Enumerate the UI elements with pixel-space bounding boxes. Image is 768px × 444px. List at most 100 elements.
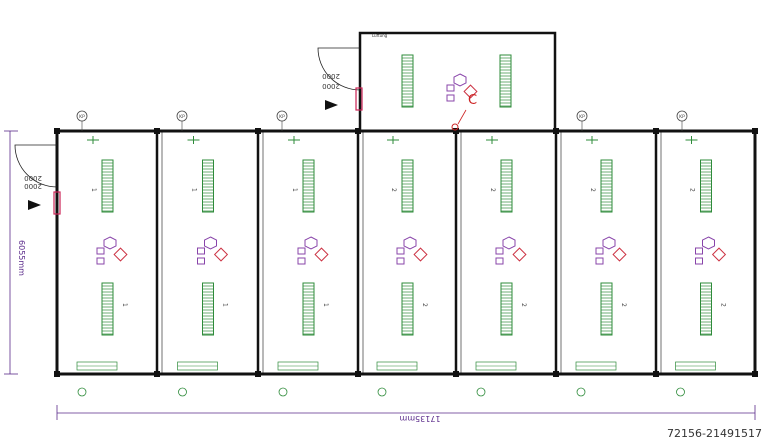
earth-icon — [178, 387, 187, 397]
light-fixture-frame — [500, 282, 513, 336]
socket-icon — [96, 257, 105, 265]
earth-icon — [476, 387, 486, 397]
corner-post — [453, 371, 459, 377]
left-door-swing — [14, 144, 58, 188]
top-entry-arrow — [325, 100, 338, 110]
switch-hex-icon — [204, 236, 217, 250]
light-fixture-frame — [302, 282, 315, 336]
light-fixture-frame — [302, 159, 315, 213]
corner-post — [355, 371, 361, 377]
kp-marker-label: KP — [279, 114, 285, 120]
switch-hex-icon — [502, 236, 516, 250]
switch-hex-icon — [403, 236, 417, 250]
corner-post — [653, 128, 659, 134]
corner-post — [553, 128, 559, 134]
module-code-label: 1 — [291, 188, 298, 192]
detector-diamond-icon — [413, 247, 428, 262]
detector-diamond-icon — [463, 84, 478, 99]
socket-group — [446, 73, 478, 102]
detector-diamond-icon — [314, 247, 329, 262]
light-fixture — [401, 282, 414, 336]
corner-post — [355, 128, 361, 134]
left-door-width: 2000 — [24, 182, 42, 190]
corner-post — [154, 371, 160, 377]
switch-hex-icon — [602, 236, 616, 250]
light-fixture-frame — [499, 54, 512, 108]
light-fixture-frame — [401, 54, 414, 108]
corner-post — [54, 128, 60, 134]
socket-group — [396, 236, 428, 265]
corner-post — [752, 371, 758, 377]
socket-icon — [396, 257, 405, 265]
light-fixture-frame — [600, 282, 613, 336]
socket-icon — [695, 257, 703, 265]
socket-icon — [495, 257, 504, 265]
room-c-leader — [457, 109, 467, 125]
module-code-label: 2 — [421, 303, 428, 307]
kp-marker-label: KP — [179, 114, 185, 120]
earth-icon — [77, 387, 87, 397]
detector-diamond-icon — [213, 247, 229, 262]
switch-hex-icon — [103, 236, 117, 250]
light-fixture — [202, 282, 214, 336]
detector-diamond-icon — [113, 247, 128, 262]
switch-hex-icon — [702, 236, 715, 250]
module-code-label: 2 — [520, 303, 527, 307]
light-fixture — [500, 282, 513, 336]
detector-diamond-icon — [512, 247, 527, 262]
light-fixture-frame — [500, 159, 513, 213]
light-fixture-frame — [202, 282, 214, 336]
light-fixture-frame — [202, 159, 214, 213]
light-fixture — [401, 159, 414, 213]
left-door-frame — [53, 191, 61, 215]
detector-diamond-icon — [711, 247, 727, 262]
light-fixture-frame — [101, 159, 114, 213]
corner-post — [255, 128, 261, 134]
light-fixture-frame — [700, 282, 712, 336]
light-fixture — [101, 282, 114, 336]
light-fixture — [600, 159, 613, 213]
socket-icon — [495, 247, 504, 255]
light-fixture — [500, 159, 513, 213]
corner-post — [653, 371, 659, 377]
light-fixture-frame — [700, 159, 712, 213]
socket-icon — [297, 257, 306, 265]
earth-icon — [377, 387, 387, 397]
socket-icon — [197, 257, 205, 265]
top-module-wall — [358, 31, 557, 133]
light-fixture — [700, 159, 712, 213]
socket-group — [197, 236, 229, 265]
left-entry-arrow — [28, 200, 41, 210]
module-code-label: 2 — [390, 188, 397, 192]
light-fixture — [101, 159, 114, 213]
module-code-label: 2 — [620, 303, 627, 307]
module-code-label: 1 — [322, 303, 329, 307]
earth-icon — [676, 387, 685, 397]
socket-group — [495, 236, 527, 265]
switch-hex-icon — [453, 73, 467, 87]
light-fixture — [401, 54, 414, 108]
socket-icon — [297, 247, 306, 255]
walls — [54, 31, 758, 377]
light-fixture-frame — [401, 159, 414, 213]
socket-group — [96, 236, 128, 265]
corner-post — [255, 371, 261, 377]
socket-group — [595, 236, 627, 265]
module-code-label: 1 — [191, 188, 198, 192]
earth-icon — [278, 387, 288, 397]
top-module-tag: Lüftung — [372, 33, 388, 38]
module-code-label: 2 — [489, 188, 496, 192]
top-door-swing — [317, 47, 361, 91]
light-fixture — [302, 159, 315, 213]
corner-post — [154, 128, 160, 134]
switch-hex-icon — [304, 236, 318, 250]
light-fixture-frame — [101, 282, 114, 336]
light-fixture-frame — [401, 282, 414, 336]
room-c-marker — [451, 123, 459, 131]
socket-icon — [595, 257, 604, 265]
module-code-label: 1 — [121, 303, 128, 307]
socket-icon — [96, 247, 105, 255]
module-code-label: 1 — [90, 188, 97, 192]
